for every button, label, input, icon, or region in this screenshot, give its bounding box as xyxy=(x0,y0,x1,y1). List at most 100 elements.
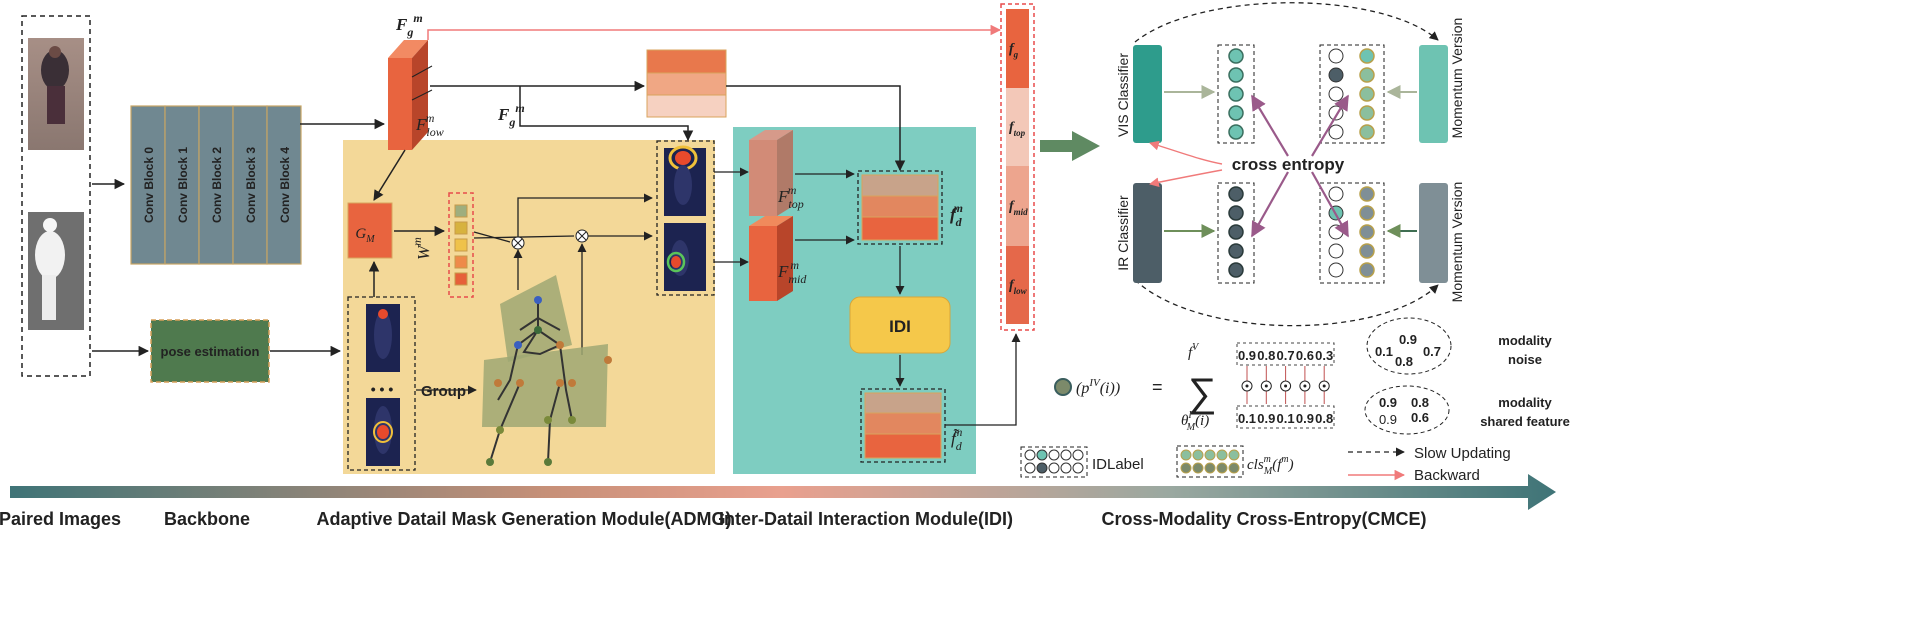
skeleton-joint xyxy=(544,416,552,424)
stripe-feature-top xyxy=(646,49,727,118)
legend-id-circle xyxy=(1036,462,1048,474)
group-ellipsis: • • • xyxy=(371,381,394,397)
legend-id-circle xyxy=(1048,462,1060,474)
legend-cls-circle xyxy=(1216,449,1228,461)
formula-top-value: 0.9 xyxy=(1238,348,1256,363)
conv-block-label: Conv Block 4 xyxy=(278,147,292,223)
legend-cls-circle xyxy=(1192,462,1204,474)
shared-value: 0.9 xyxy=(1379,412,1397,427)
fdtilde-to-stack xyxy=(945,333,1021,426)
skeleton-joint xyxy=(556,341,564,349)
conv-block-label: Conv Block 1 xyxy=(176,147,190,223)
legend-cls-circle xyxy=(1204,449,1216,461)
cls-circle xyxy=(1359,67,1375,83)
ir-prob-circle xyxy=(1228,205,1244,221)
skeleton-joint xyxy=(568,416,576,424)
stack-segment xyxy=(1006,9,1029,88)
formula-equals: = xyxy=(1152,377,1163,397)
legend-idlabel: IDLabel xyxy=(1092,456,1144,473)
idi-box: IDI xyxy=(849,296,951,354)
cross-entropy-arrows xyxy=(1149,94,1349,238)
stage-paired-images: Paired Images xyxy=(0,509,121,529)
infrared-image xyxy=(28,212,84,330)
id-label-circle xyxy=(1328,86,1344,102)
legend-cls-circle xyxy=(1180,449,1192,461)
w-label: Wm xyxy=(410,237,433,260)
shared-label-line1: modality xyxy=(1498,395,1552,410)
skeleton-joint xyxy=(486,458,494,466)
vis-prob-circle xyxy=(1228,105,1244,121)
noise-label-line1: modality xyxy=(1498,333,1552,348)
weight-cell xyxy=(454,272,468,286)
conv-block xyxy=(164,105,200,265)
legend-cls-circle xyxy=(1192,449,1204,461)
skeleton-joint xyxy=(494,379,502,387)
formula-sum: ∑ xyxy=(1188,371,1217,415)
id-label-circle xyxy=(1328,67,1344,83)
ir-prob-circle xyxy=(1228,243,1244,259)
f-mid-cube xyxy=(749,216,793,301)
stack-to-cmce-arrow xyxy=(1040,131,1100,161)
mul1-to-heatmap-top xyxy=(517,193,653,237)
skeleton-joint xyxy=(534,296,542,304)
weight-vector xyxy=(448,192,474,298)
legend-id-circle xyxy=(1048,449,1060,461)
formula-bottom-value: 0.1 xyxy=(1277,411,1295,426)
skeleton-joint xyxy=(534,326,542,334)
modality-shared: 0.9 0.8 0.9 0.6 modality shared feature xyxy=(1364,385,1570,435)
stage-idi: Inter-Datail Interaction Module(IDI) xyxy=(719,509,1013,529)
legend-cls-circle xyxy=(1228,462,1240,474)
id-label-circle xyxy=(1328,48,1344,64)
conv-block xyxy=(130,105,166,265)
skeleton-joint xyxy=(604,356,612,364)
ir-cls-columns xyxy=(1319,182,1385,284)
ir-prob-circle xyxy=(1228,186,1244,202)
shared-value: 0.8 xyxy=(1411,395,1429,410)
cls-circle xyxy=(1359,86,1375,102)
feature-g-label-2: Fgm xyxy=(497,101,525,129)
heatmap-pair xyxy=(656,140,715,296)
skeleton-joint xyxy=(516,379,524,387)
vis-classifier-label: VIS Classifier xyxy=(1115,53,1131,137)
formula-fv: fV xyxy=(1188,342,1200,361)
stage-backbone: Backbone xyxy=(164,509,250,529)
ir-classifier-box xyxy=(1133,183,1162,283)
formula-bottom-value: 0.1 xyxy=(1238,411,1256,426)
modality-noise: 0.9 0.1 0.8 0.7 modality noise xyxy=(1366,317,1552,375)
legend-id-circle xyxy=(1060,462,1072,474)
ir-prob-circle xyxy=(1228,224,1244,240)
conv-block xyxy=(266,105,302,265)
paired-images-panel xyxy=(21,15,91,377)
arrow-stripes-to-fd xyxy=(726,85,906,172)
weight-cell xyxy=(454,238,468,252)
stage-admg: Adaptive Datail Mask Generation Module(A… xyxy=(316,509,731,529)
vis-cls-columns xyxy=(1319,44,1385,144)
vis-prob-circle xyxy=(1228,48,1244,64)
shared-value: 0.6 xyxy=(1411,410,1429,425)
cls-circle xyxy=(1359,186,1375,202)
cls-circle xyxy=(1359,205,1375,221)
stack-segment xyxy=(1006,246,1029,324)
fd-feature xyxy=(857,170,943,245)
noise-value: 0.9 xyxy=(1399,332,1417,347)
pose-estimation-label: pose estimation xyxy=(161,344,260,359)
multiply-op-2 xyxy=(575,229,589,243)
formula-bottom-value: 0.9 xyxy=(1257,411,1275,426)
pose-estimation-box: pose estimation xyxy=(150,319,270,383)
stack-segment xyxy=(1006,88,1029,166)
multiply-op-1 xyxy=(511,236,525,250)
momentum-vis-box xyxy=(1419,45,1448,143)
cls-circle xyxy=(1359,48,1375,64)
formula-lhs: (pIV(i)) xyxy=(1076,377,1120,397)
vis-prob-circle xyxy=(1228,124,1244,140)
vis-prob-circle xyxy=(1228,67,1244,83)
weight-cell xyxy=(454,221,468,235)
id-label-circle xyxy=(1328,224,1344,240)
feature-g-label: Fgm xyxy=(395,11,423,39)
weight-cell xyxy=(454,255,468,269)
legend-id-circle xyxy=(1024,462,1036,474)
